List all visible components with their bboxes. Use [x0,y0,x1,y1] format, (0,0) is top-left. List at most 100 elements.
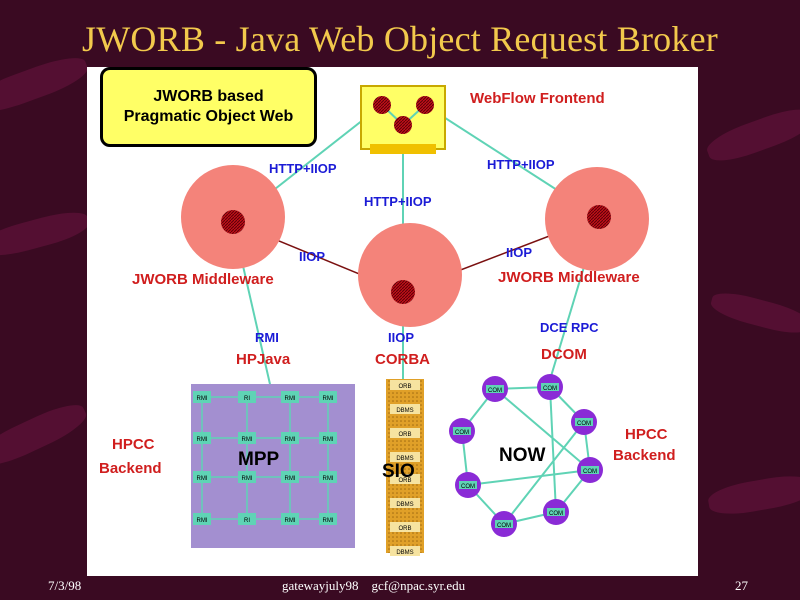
mpp-node-label: RMI [285,518,296,524]
mpp-node: RI [238,391,256,403]
now-node: COM [577,457,603,483]
hpjava-label: HPJava [236,351,291,368]
background-stripe [703,102,800,168]
now-label: NOW [499,445,546,466]
sio-node-label: DBMS [396,502,413,508]
mpp-node: RMI [319,471,337,483]
now-node-label: COM [577,421,591,427]
sio-node: DBMS [390,452,420,462]
background-stripe [0,206,92,262]
now-node-label: COM [461,484,475,490]
sio-node-label: DBMS [396,550,413,556]
http-iiop-label-right: HTTP+IIOP [487,157,555,172]
dcom-label: DCOM [541,346,587,363]
now-cross-link [503,421,585,525]
sio-block: ORB DBMS ORB DBMS ORB DBMS ORB DBMS [386,379,424,556]
sio-node: DBMS [390,498,420,508]
sio-label: SIO [382,461,415,482]
middleware-label-left: JWORB Middleware [132,271,274,288]
mpp-node: RMI [193,391,211,403]
mpp-node: RMI [319,432,337,444]
http-iiop-label-center: HTTP+IIOP [364,194,432,209]
now-node-label: COM [497,523,511,529]
mpp-node-label: RI [244,396,250,402]
now-node: COM [543,499,569,525]
mpp-node-label: RMI [242,437,253,443]
mpp-node: RMI [193,471,211,483]
mpp-node-label: RMI [197,437,208,443]
mpp-node: RMI [281,513,299,525]
now-block: COM COM COM COM COM COM COM COM [449,374,603,537]
rmi-label: RMI [255,330,279,345]
hpcc-label-right-line2: Backend [613,447,676,464]
mpp-node: RMI [281,391,299,403]
background-stripe [708,287,800,339]
dce-rpc-label: DCE RPC [540,320,599,335]
now-node: COM [491,511,517,537]
now-node: COM [482,376,508,402]
mpp-node: RMI [281,471,299,483]
now-node: COM [449,418,475,444]
hpcc-label-right-line1: HPCC [625,426,668,443]
diagram-panel: RMI RI RMI RMI RMI RMI RMI RMI RMI RMI RMI RMI RMI RI… [87,67,698,576]
middleware-node-right [587,205,611,229]
sio-node: ORB [390,428,420,438]
middleware-label-right: JWORB Middleware [498,269,640,286]
sio-node: DBMS [390,404,420,414]
sio-node-label: ORB [398,384,411,390]
webflow-frontend-label: WebFlow Frontend [470,90,605,107]
now-cross-link [467,469,591,486]
sio-node-label: ORB [398,432,411,438]
box-line-2: Pragmatic Object Web [123,108,294,125]
now-node-label: COM [583,469,597,475]
footer-date: 7/3/98 [48,578,82,593]
sio-node-label: DBMS [396,408,413,414]
mpp-node-label: RMI [197,476,208,482]
middleware-circle-center [358,223,462,327]
background-stripe [706,471,800,519]
middleware-node-left [221,210,245,234]
sio-node-label: ORB [398,526,411,532]
iiop-label-left: IIOP [299,249,325,264]
mpp-node-label: RMI [285,396,296,402]
sio-node: ORB [390,380,420,390]
corba-label: CORBA [375,351,430,368]
footer-center: gatewayjuly98 gcf@npac.syr.edu [282,578,466,593]
webflow-frontend-icon [360,85,446,154]
mpp-node: RMI [193,432,211,444]
http-iiop-label-left: HTTP+IIOP [269,161,337,176]
now-node: COM [537,374,563,400]
mpp-node: RMI [238,432,256,444]
middleware-node-center [391,280,415,304]
background-stripe [0,50,92,120]
now-cross-link [549,386,557,513]
sio-node-label: ORB [398,478,411,484]
iiop-label-sio: IIOP [388,330,414,345]
now-cross-link [494,388,591,471]
now-node-label: COM [543,386,557,392]
mpp-node-label: RMI [285,476,296,482]
sio-node: DBMS [390,546,420,556]
footer-page: 27 [735,578,748,593]
mpp-node-label: RMI [323,396,334,402]
mpp-node: RMI [238,471,256,483]
mpp-node-label: RMI [323,476,334,482]
now-node-label: COM [549,511,563,517]
mpp-node-label: RMI [323,437,334,443]
mpp-node: RMI [193,513,211,525]
mpp-node: RI [238,513,256,525]
now-node-label: COM [488,388,502,394]
pragmatic-object-web-box: JWORB based Pragmatic Object Web [100,67,317,147]
now-node: COM [455,472,481,498]
now-node-label: COM [455,430,469,436]
iiop-label-right: IIOP [506,245,532,260]
box-line-1: JWORB based [153,88,264,105]
background-stripe [0,397,91,473]
mpp-node-label: RMI [197,518,208,524]
mpp-node: RMI [319,391,337,403]
mpp-node-label: RI [244,518,250,524]
sio-node: ORB [390,474,420,484]
mpp-node: RMI [281,432,299,444]
hpcc-label-left-line1: HPCC [112,436,155,453]
mpp-node: RMI [319,513,337,525]
